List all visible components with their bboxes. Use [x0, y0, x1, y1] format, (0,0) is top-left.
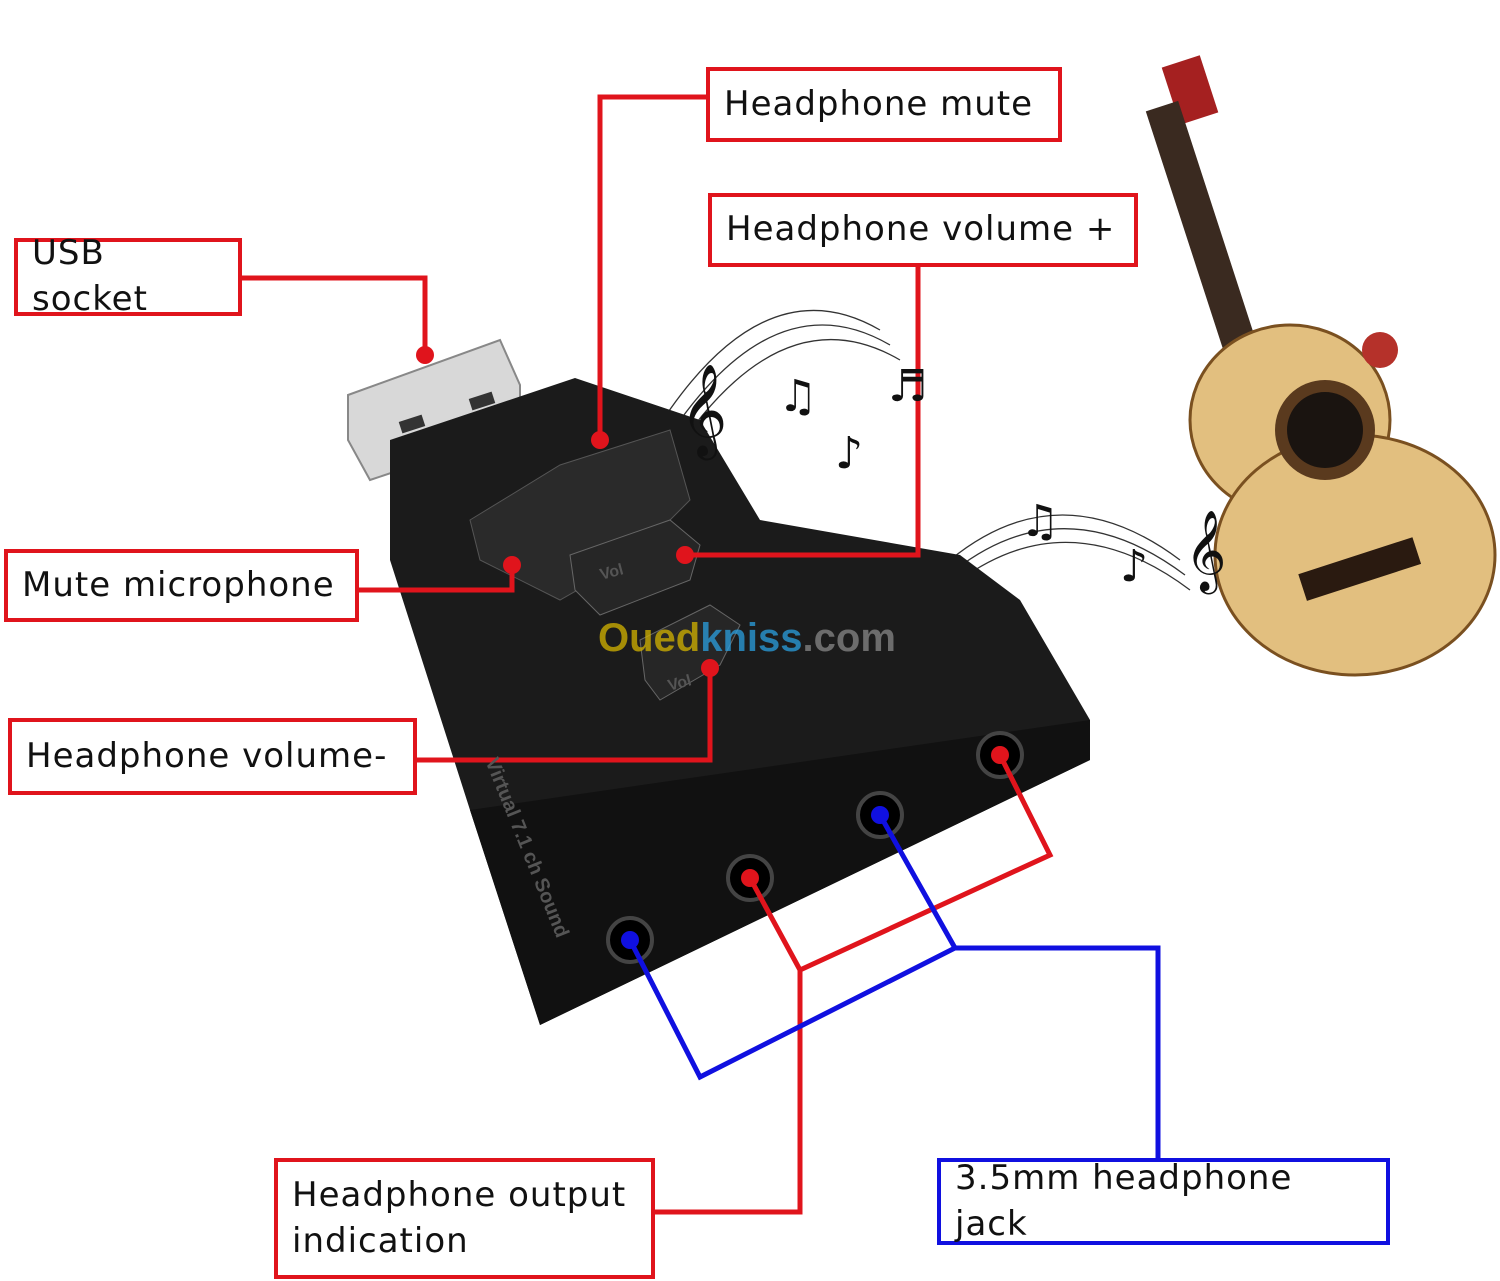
music-note-icon: ♪ [835, 428, 864, 479]
label-text: Headphone volume + [726, 209, 1116, 250]
watermark: Ouedkniss.com [598, 618, 896, 658]
music-note-icon: ♫ [1020, 496, 1060, 547]
label-usb-socket: USB socket [14, 233, 242, 319]
watermark-part: kniss [700, 616, 803, 660]
treble-clef-icon: 𝄞 [680, 363, 728, 456]
label-headphone-mute: Headphone mute [706, 67, 1062, 142]
music-note-icon: ♬ [888, 361, 928, 412]
watermark-part: Oued [598, 616, 701, 660]
label-text: Headphone output [292, 1174, 627, 1215]
sound-card-body [390, 378, 1090, 1025]
label-headphone-volume-down: Headphone volume- [8, 718, 417, 795]
label-headphone-output-indication: Headphone output indication [274, 1158, 655, 1279]
guitar-illustration [1145, 55, 1497, 677]
music-note-icon: ♪ [1120, 541, 1149, 592]
music-note-icon: ♫ [778, 371, 818, 422]
label-mute-microphone: Mute microphone [4, 549, 359, 622]
label-text: Headphone volume- [26, 735, 388, 776]
audio-jacks [606, 731, 1024, 964]
label-text: 3.5mm headphone jack [955, 1157, 1293, 1244]
treble-clef-icon: 𝄞 [1185, 509, 1227, 591]
label-text: USB socket [32, 233, 148, 319]
label-headphone-volume-up: Headphone volume + [708, 193, 1138, 267]
label-headphone-jack: 3.5mm headphone jack [937, 1158, 1390, 1245]
label-text: Mute microphone [22, 564, 335, 605]
watermark-part: .com [802, 616, 896, 660]
label-text: indication [292, 1220, 469, 1261]
callout-dots [416, 346, 1009, 949]
callout-lines-blue [627, 813, 1161, 1158]
label-text: Headphone mute [724, 83, 1034, 124]
